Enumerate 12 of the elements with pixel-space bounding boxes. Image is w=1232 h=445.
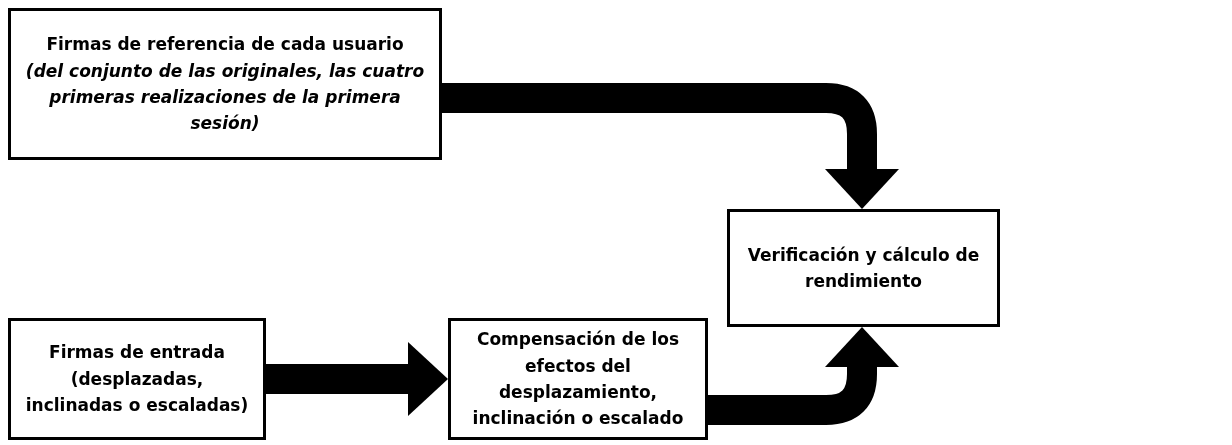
process-box xyxy=(8,8,442,160)
box-label: Compensación de los efectos del desplazamiento, inclinación o escalado xyxy=(471,328,685,431)
block-arrow xyxy=(708,327,899,425)
process-box xyxy=(448,318,708,440)
block-arrow xyxy=(442,83,899,209)
process-box xyxy=(8,318,266,440)
block-arrow xyxy=(266,342,448,416)
box-note: (del conjunto de las originales, las cuatro primeras realizaciones de la primera sesión) xyxy=(24,59,426,136)
process-box xyxy=(727,209,1000,327)
box-label: Firmas de referencia de cada usuario xyxy=(46,33,404,57)
box-label: Verificación y cálculo de rendimiento xyxy=(746,243,981,293)
box-label: Firmas de entrada (desplazadas, inclinadas o escaladas) xyxy=(24,341,250,418)
